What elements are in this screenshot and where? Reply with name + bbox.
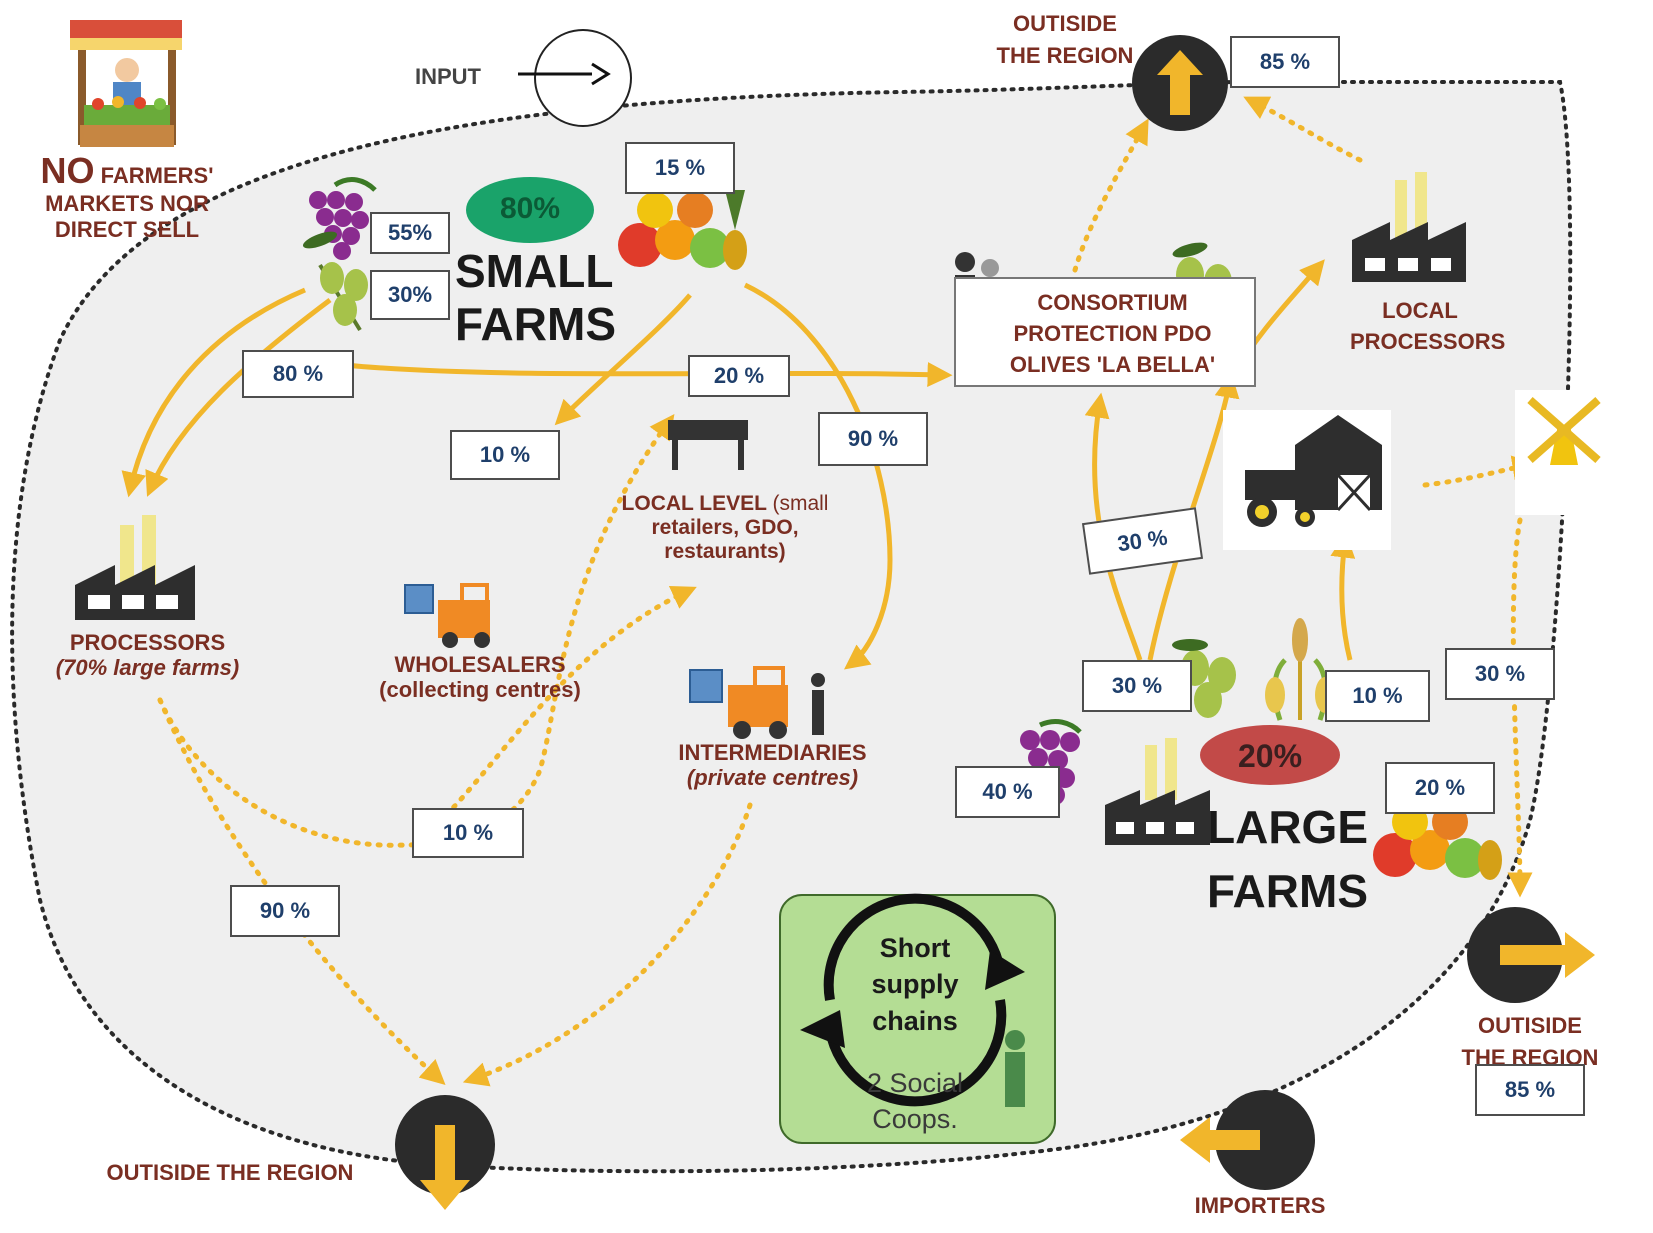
outside-top-line1: OUTISIDE — [1013, 11, 1117, 36]
short-chains-line4: 2 Social — [866, 1068, 964, 1098]
short-chains-line5: Coops. — [872, 1104, 958, 1135]
input-legend-label: INPUT — [415, 64, 481, 89]
consortium-line3: OLIVES 'LA BELLA' — [1009, 351, 1216, 377]
large-farms-badge: 20% — [1237, 738, 1303, 774]
processors-title: PROCESSORS — [69, 630, 226, 655]
flow-processors-out: 90 % — [230, 885, 340, 937]
local-level-title: LOCAL LEVEL — [621, 492, 767, 515]
no-markets-farmers: FARMERS' — [100, 163, 214, 188]
large-farms-title: LARGE FARMS — [1200, 795, 1375, 924]
windmill-icon — [1515, 390, 1605, 515]
outside-bottom-label: OUTISIDE THE REGION — [106, 1160, 354, 1185]
factory-icon — [1352, 172, 1466, 282]
intermediaries-title: INTERMEDIARIES — [678, 740, 867, 765]
flow-to-processors: 80 % — [242, 350, 354, 398]
short-chains-line1: Short — [879, 933, 951, 963]
large-farms-title-1: LARGE — [1207, 801, 1368, 853]
short-chains-coops: 2 Social Coops. — [850, 1065, 980, 1138]
short-chains-panel — [779, 893, 1056, 1144]
input-legend-icon — [518, 29, 632, 127]
consortium-line2: PROTECTION PDO — [1013, 320, 1212, 346]
olives-icon — [302, 231, 368, 332]
flow-large-to-mill: 30 % — [1445, 648, 1555, 700]
local-processors-label: LOCAL PROCESSORS — [1350, 296, 1505, 358]
consortium-label: CONSORTIUM PROTECTION PDO OLIVES 'LA BEL… — [990, 288, 1235, 380]
forklift-icon — [404, 583, 490, 648]
intermediaries-label: INTERMEDIARIES (private centres) — [655, 740, 890, 791]
small-grapes-share: 55% — [370, 212, 450, 254]
small-olives-share: 30% — [370, 270, 450, 320]
outside-top-share: 85 % — [1230, 36, 1340, 88]
intermediaries-sub: (private centres) — [686, 765, 859, 791]
large-farms-badge-bg — [1200, 725, 1340, 785]
large-grapes-share: 40 % — [955, 766, 1060, 818]
outside-right-share: 85 % — [1475, 1064, 1585, 1116]
table-icon — [668, 420, 748, 470]
small-farms-badge: 80% — [499, 192, 561, 225]
barn-tractor-icon — [1223, 410, 1391, 550]
processors-sub: (70% large farms) — [55, 655, 240, 681]
wholesalers-label: WHOLESALERS (collecting centres) — [360, 652, 600, 703]
no-markets-line2: MARKETS NOR — [45, 191, 209, 217]
exit-arrow-icon — [1132, 35, 1228, 131]
flow-processors-local: 10 % — [412, 808, 524, 858]
market-stall-icon — [70, 20, 182, 147]
flow-to-consortium: 20 % — [688, 355, 790, 397]
outside-right-line1: OUTISIDE — [1478, 1013, 1582, 1038]
flow-to-wholesalers: 10 % — [450, 430, 560, 480]
large-farms-title-2: FARMS — [1207, 865, 1368, 918]
importers-label: IMPORTERS — [1194, 1193, 1326, 1218]
large-fruit-share: 20 % — [1385, 762, 1495, 814]
outside-top-line2: THE REGION — [996, 42, 1134, 68]
small-fruit-share: 15 % — [625, 142, 735, 194]
local-processors-line1: LOCAL — [1382, 298, 1458, 323]
consortium-line1: CONSORTIUM — [1037, 290, 1188, 315]
fruit-basket-icon — [618, 190, 747, 270]
factory-icon — [75, 515, 195, 620]
small-farms-title-1: SMALL — [455, 245, 614, 297]
no-markets-note: NO FARMERS' MARKETS NOR DIRECT SELL — [12, 150, 242, 242]
short-chains-title: Short supply chains — [860, 930, 970, 1039]
grapes-icon — [309, 177, 377, 260]
small-farms-title: SMALL FARMS — [455, 245, 630, 351]
local-processors-line2: PROCESSORS — [1350, 328, 1506, 354]
outside-top-label: OUTISIDE THE REGION — [990, 8, 1140, 72]
no-markets-no: NO — [40, 150, 95, 191]
import-arrow-icon — [1180, 1090, 1315, 1190]
wholesalers-title: WHOLESALERS — [394, 652, 566, 677]
local-level-label: LOCAL LEVEL (small retailers, GDO, resta… — [595, 492, 855, 564]
small-farms-badge-bg — [466, 177, 594, 243]
exit-arrow-icon — [1467, 907, 1595, 1003]
processors-label: PROCESSORS (70% large farms) — [40, 630, 255, 681]
factory-icon — [1105, 738, 1210, 845]
short-chains-line3: chains — [872, 1005, 958, 1036]
flow-to-intermediaries: 90 % — [818, 412, 928, 466]
exit-arrow-icon — [395, 1095, 495, 1210]
local-level-line3: restaurants) — [664, 540, 786, 564]
forklift-icon — [689, 666, 825, 739]
local-level-title-rest: (small — [772, 492, 829, 515]
short-chains-line2: supply — [871, 969, 959, 1000]
large-grain-share: 10 % — [1325, 670, 1430, 722]
no-markets-line3: DIRECT SELL — [54, 216, 200, 242]
consortium-box — [954, 277, 1256, 387]
local-level-line2: retailers, GDO, — [651, 516, 799, 540]
wholesalers-sub: (collecting centres) — [379, 677, 581, 703]
large-olives-share: 30 % — [1082, 660, 1192, 712]
small-farms-title-2: FARMS — [455, 297, 616, 350]
